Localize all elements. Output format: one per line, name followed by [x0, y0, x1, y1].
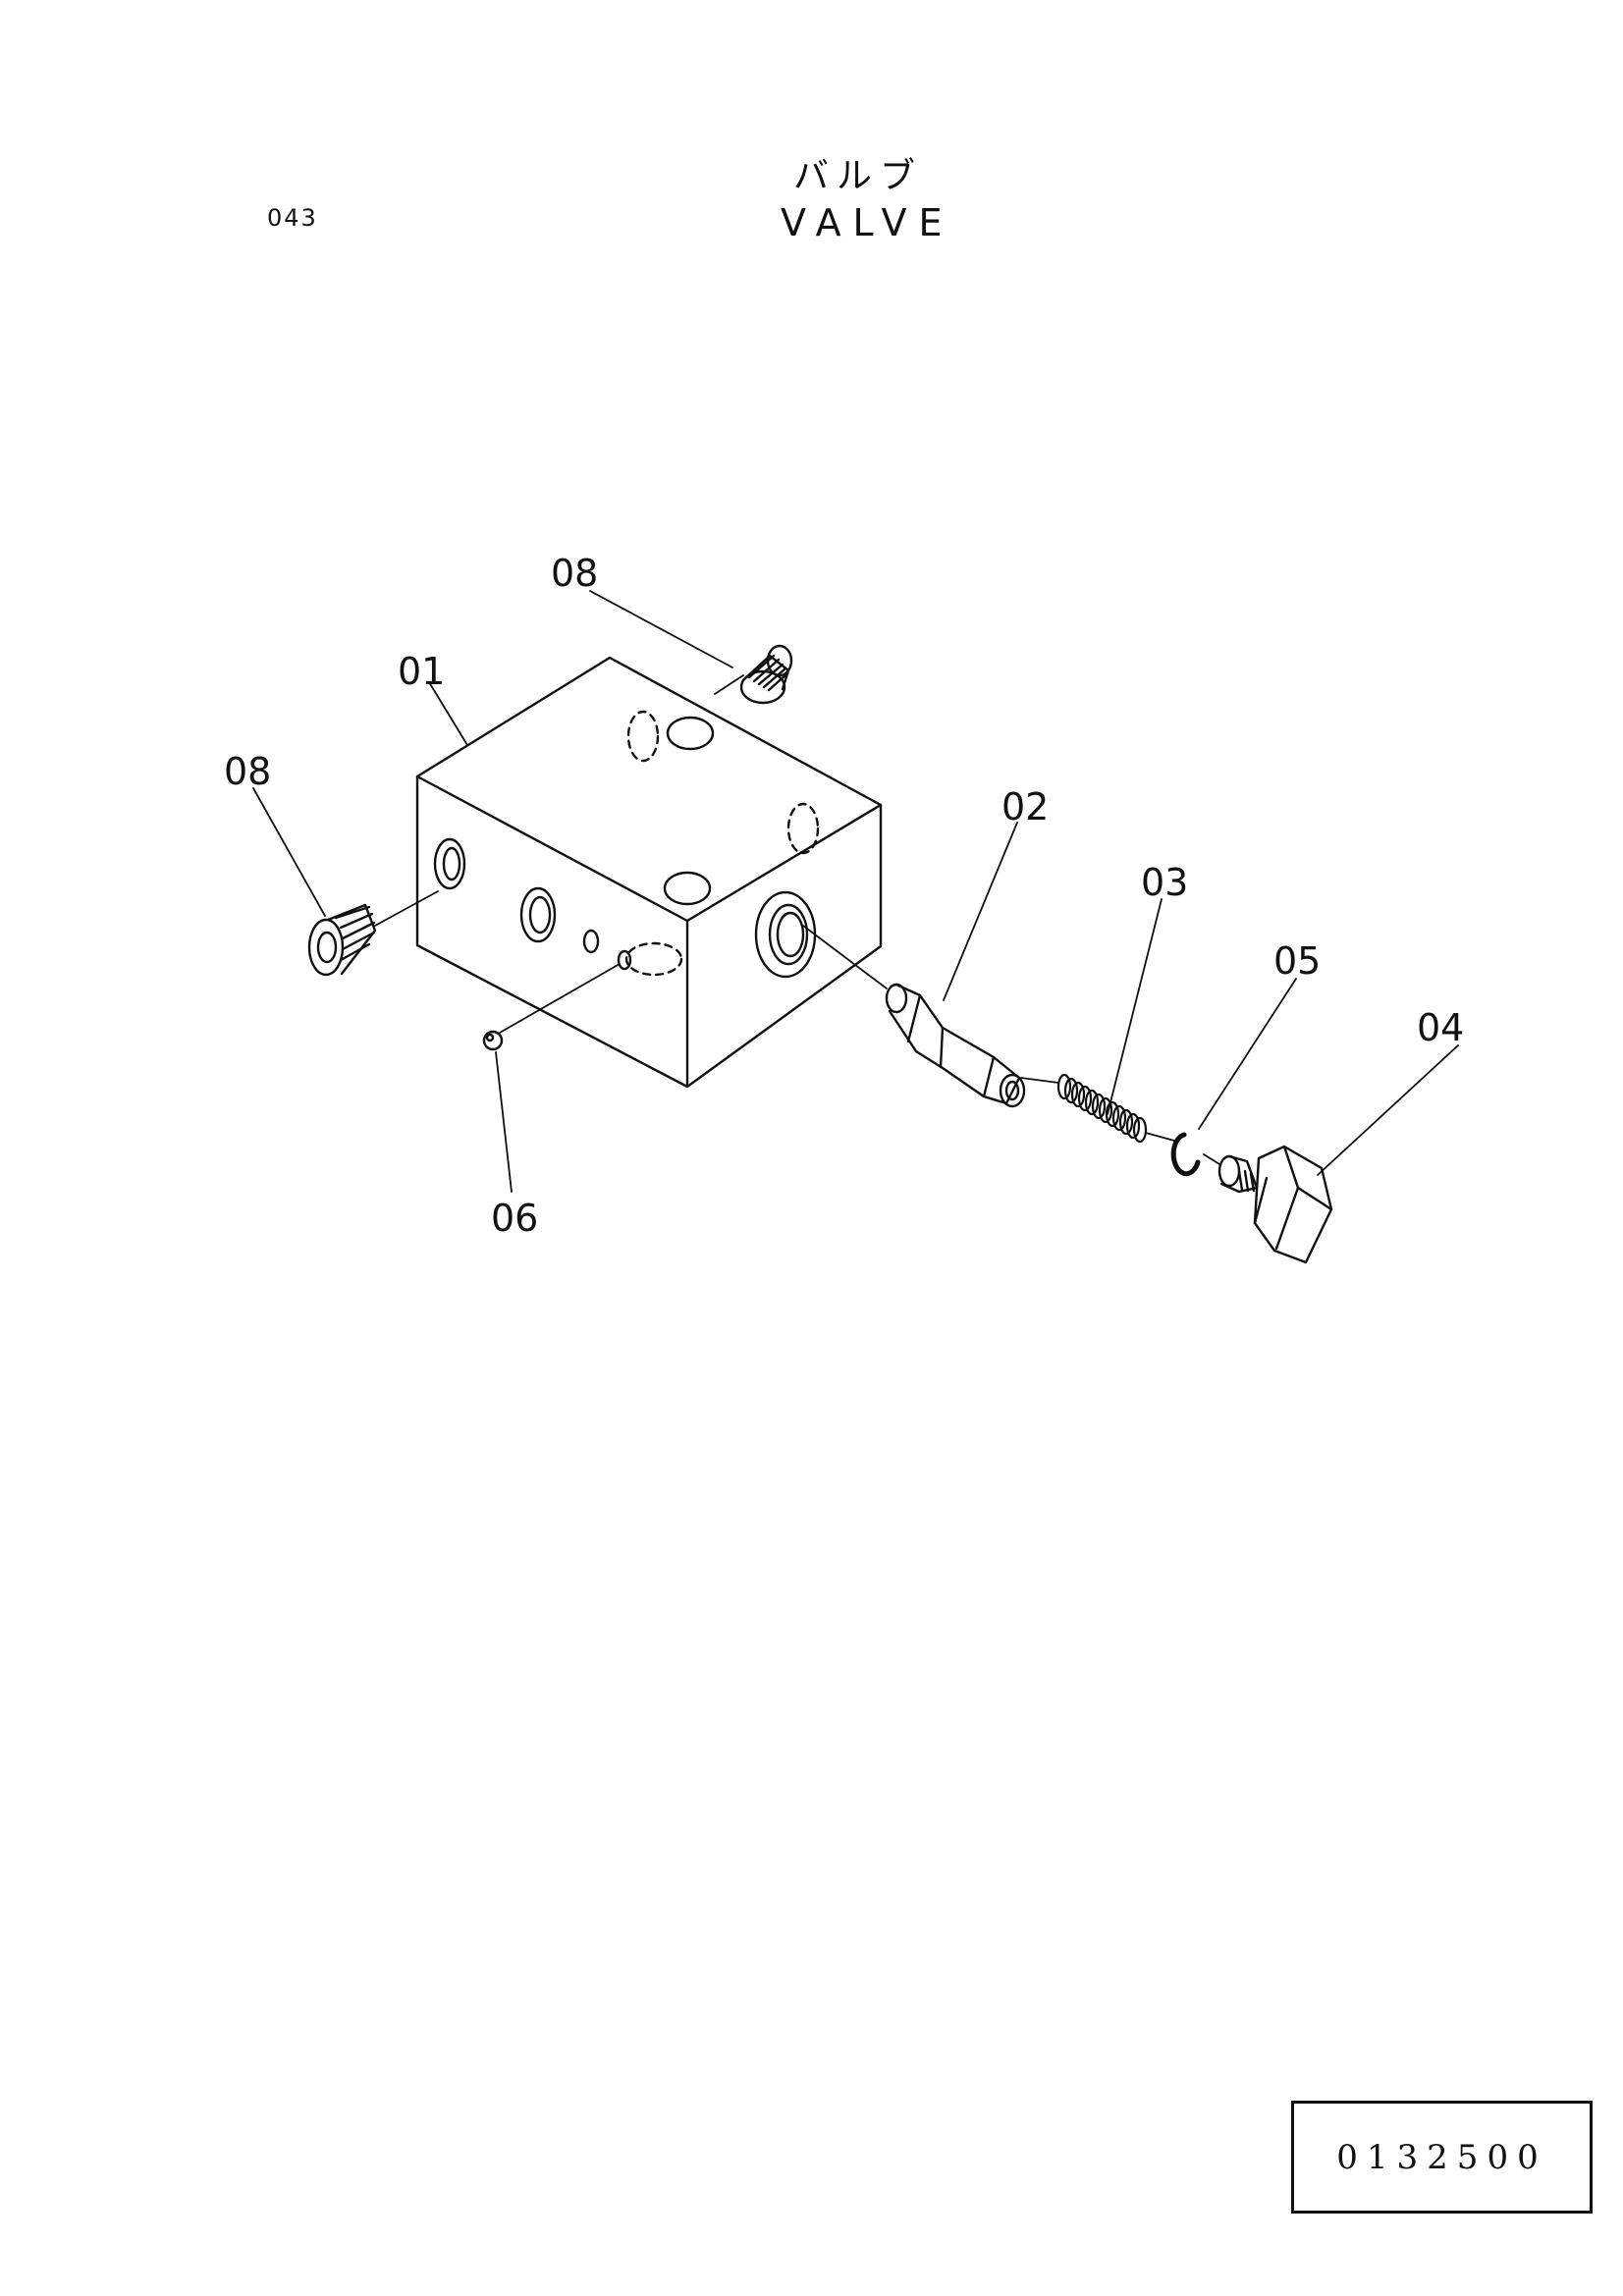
callout-ring: 05	[1273, 939, 1321, 983]
callout-poppet: 02	[1001, 785, 1049, 828]
title-english: VALVE	[781, 201, 954, 244]
ring	[1170, 1132, 1201, 1177]
ball	[482, 1030, 504, 1051]
drawing-number: 0132500	[1336, 2137, 1547, 2177]
plug-left	[307, 903, 377, 977]
spring	[1056, 1073, 1148, 1144]
callout-ball: 06	[491, 1197, 538, 1240]
cap-plug	[1217, 1145, 1333, 1264]
callout-cap-plug: 04	[1417, 1006, 1464, 1049]
valve-body	[415, 656, 883, 1089]
title-japanese: バルブ	[793, 156, 924, 196]
plug-top	[739, 644, 793, 705]
callout-body: 01	[398, 650, 445, 693]
drawing-number-box: 0132500	[1291, 2101, 1593, 2214]
leader-lines	[252, 590, 1459, 1193]
poppet	[885, 983, 1026, 1108]
assembly-lines	[374, 674, 1220, 1165]
page-code: 043	[267, 204, 318, 232]
callout-plug-top: 08	[551, 552, 598, 595]
callout-plug-left: 08	[224, 750, 271, 793]
callout-spring: 03	[1141, 861, 1188, 904]
